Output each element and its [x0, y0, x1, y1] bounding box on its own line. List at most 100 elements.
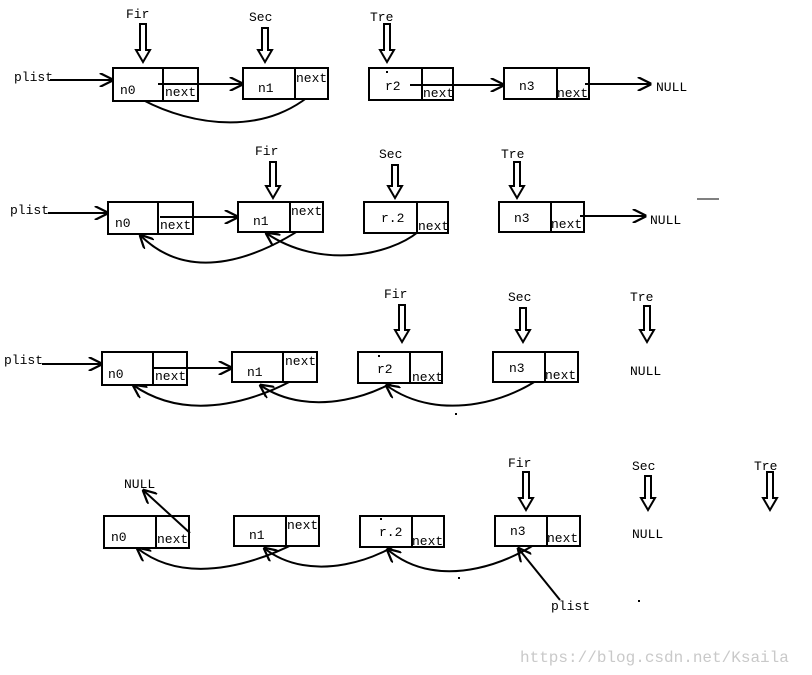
list-node: n3 next: [503, 67, 590, 101]
null-label: NULL: [650, 213, 681, 228]
node-box: [357, 351, 443, 384]
link-curve: [142, 83, 323, 124]
node-box: [498, 201, 585, 233]
node-next-label: next: [155, 369, 186, 384]
null-label: NULL: [630, 364, 661, 379]
stray-dot: [380, 518, 382, 520]
node-next-label: next: [551, 217, 582, 232]
node-box: [492, 351, 579, 383]
plist-label: plist: [4, 353, 43, 368]
pointer-arrow-fir: [517, 471, 535, 512]
pointer-arrow-tre: [761, 471, 779, 512]
node-name: n0: [108, 367, 124, 382]
node-next-label: next: [418, 219, 449, 234]
node-name: n0: [111, 530, 127, 545]
node-next-label: next: [291, 204, 322, 219]
node-box: [231, 351, 318, 383]
node-box: [494, 515, 581, 547]
link-curve: [266, 232, 419, 257]
stray-dot: [386, 71, 388, 73]
node-box: [233, 515, 320, 547]
pointer-label-tre: Tre: [501, 147, 524, 162]
pointer-label-fir: Fir: [126, 7, 149, 22]
node-next-label: next: [547, 531, 578, 546]
pointer-label-sec: Sec: [249, 10, 272, 25]
plist-label: plist: [551, 599, 590, 614]
node-next-label: next: [545, 368, 576, 383]
watermark: https://blog.csdn.net/Ksaila: [520, 649, 789, 667]
node-name: n3: [514, 211, 530, 226]
plist-label: plist: [10, 203, 49, 218]
plist-arrow: [518, 548, 561, 601]
node-next-label: next: [412, 534, 443, 549]
stray-dot: [458, 577, 460, 579]
list-node: n1 next: [237, 201, 324, 233]
step-4: n0 next n1 next r.2 next n3 next Fir Sec Tre plist N…: [103, 456, 779, 614]
node-next-label: next: [296, 71, 327, 86]
node-name: n1: [249, 528, 265, 543]
node-next-label: next: [285, 354, 316, 369]
node-next-label: next: [165, 85, 196, 100]
node-next-label: next: [157, 532, 188, 547]
pointer-label-sec: Sec: [632, 459, 655, 474]
null-label: NULL: [656, 80, 687, 95]
node-name: n0: [120, 83, 136, 98]
node-box: [363, 201, 449, 234]
pointer-label-tre: Tre: [370, 10, 393, 25]
list-node: n3 next: [498, 201, 585, 233]
node-box: [503, 67, 590, 100]
node-box: [103, 515, 190, 549]
list-node: r.2 next: [359, 515, 445, 549]
pointer-label-tre: Tre: [754, 459, 777, 474]
list-node: r.2 next: [363, 201, 449, 234]
node-name: n1: [247, 365, 263, 380]
pointer-arrow-fir: [264, 161, 282, 200]
pointer-arrow-tre: [378, 23, 396, 64]
list-node: n1 next: [231, 351, 318, 383]
node-next-label: next: [557, 86, 588, 101]
next-arrow: [143, 490, 191, 534]
node-name: n0: [115, 216, 131, 231]
null-label: NULL: [632, 527, 663, 542]
pointer-arrow-sec: [386, 164, 404, 200]
pointer-label-sec: Sec: [379, 147, 402, 162]
null-label: NULL: [124, 477, 155, 492]
stray-dot: [638, 600, 640, 602]
node-name: r.2: [381, 211, 404, 226]
list-node: r2 next: [357, 351, 443, 385]
node-next-label: next: [423, 86, 454, 101]
pointer-arrow-fir: [393, 304, 411, 344]
node-next-label: next: [412, 370, 443, 385]
pointer-label-fir: Fir: [384, 287, 407, 302]
node-name: r2: [377, 362, 393, 377]
list-node: n1 next: [233, 515, 320, 547]
node-box: [359, 515, 445, 548]
pointer-label-sec: Sec: [508, 290, 531, 305]
pointer-arrow-sec: [256, 27, 274, 64]
stray-dot: [455, 413, 457, 415]
node-next-label: next: [160, 218, 191, 233]
pointer-label-fir: Fir: [255, 144, 278, 159]
node-name: n1: [253, 214, 269, 229]
step-2: n0 next n1 next r.2 next n3 next Fir Sec Tre plistN…: [10, 144, 681, 264]
pointer-arrow-tre: [508, 161, 526, 200]
list-node: n0 next: [103, 515, 190, 549]
node-name: n1: [258, 81, 274, 96]
pointer-label-fir: Fir: [508, 456, 531, 471]
plist-label: plist: [14, 70, 53, 85]
pointer-arrow-sec: [639, 475, 657, 512]
list-node: n3 next: [494, 515, 581, 547]
pointer-arrow-tre: [638, 305, 656, 344]
pointer-arrow-sec: [514, 307, 532, 344]
step-1: n0 next n1 next r2 next n3 next Fir Sec Tre plistNU…: [14, 7, 687, 124]
node-name: r2: [385, 79, 401, 94]
node-name: r.2: [379, 525, 402, 540]
node-name: n3: [519, 79, 535, 94]
pointer-label-tre: Tre: [630, 290, 653, 305]
node-next-label: next: [287, 518, 318, 533]
node-name: n3: [510, 524, 526, 539]
stray-dot: [378, 355, 380, 357]
